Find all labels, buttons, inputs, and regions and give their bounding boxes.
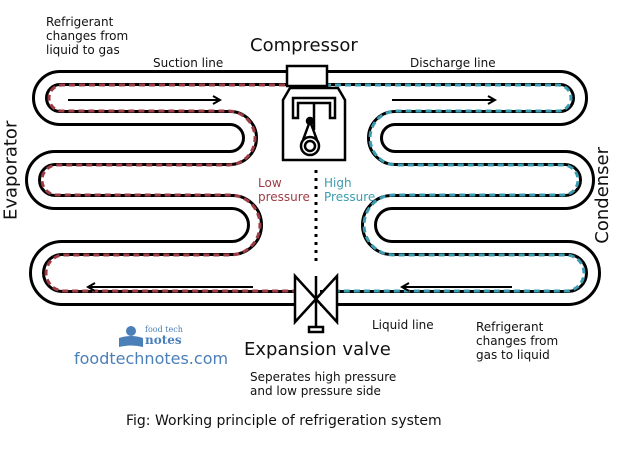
figure-caption: Fig: Working principle of refrigeration … bbox=[126, 413, 442, 429]
evaporator-pipe-inner bbox=[28, 73, 300, 303]
brand-website: foodtechnotes.com bbox=[74, 349, 229, 368]
expansion-valve-icon bbox=[293, 272, 339, 334]
low-pressure-refrigerant-flow bbox=[40, 83, 295, 293]
compressor-icon bbox=[281, 64, 347, 162]
high-pressure-refrigerant-flow bbox=[325, 83, 586, 293]
evaporator-label: Evaporator bbox=[0, 120, 22, 221]
evaporator-note: Refrigerant changes from liquid to gas bbox=[46, 15, 129, 57]
high-pressure-label: High Pressure bbox=[324, 176, 376, 204]
condenser-label: Condenser bbox=[592, 146, 614, 244]
discharge-line-label: Discharge line bbox=[410, 56, 496, 70]
condenser-coil bbox=[320, 70, 601, 306]
suction-line-label: Suction line bbox=[153, 56, 224, 70]
compressor-label: Compressor bbox=[250, 35, 358, 56]
expansion-valve-label: Expansion valve bbox=[244, 339, 391, 360]
liquid-line-label: Liquid line bbox=[372, 318, 434, 332]
evaporator-coil bbox=[25, 70, 300, 306]
brand-logo-icon bbox=[119, 326, 143, 347]
brand-logo-text: food tech notes bbox=[145, 325, 183, 347]
condenser-pipe-inner bbox=[320, 73, 598, 303]
low-pressure-label: Low pressure bbox=[258, 176, 310, 204]
valve-note: Seperates high pressure and low pressure… bbox=[250, 370, 397, 398]
condenser-note: Refrigerant changes from gas to liquid bbox=[476, 320, 559, 362]
